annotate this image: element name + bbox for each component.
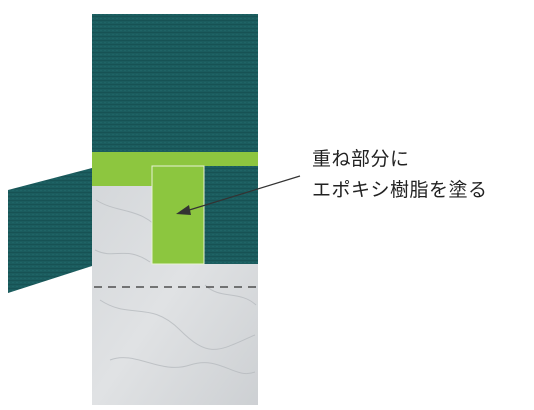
right-teal-block: [204, 166, 258, 264]
upper-teal-panel: [92, 14, 258, 152]
left-angled-panel: [8, 168, 92, 293]
green-notch: [92, 166, 152, 186]
overlap-area: [151, 165, 205, 265]
annotation-line-2: エポキシ樹脂を塗る: [312, 179, 488, 201]
leader-line: [185, 175, 301, 212]
arrow-head-icon: [176, 205, 191, 215]
annotation-line-1: 重ね部分に: [312, 148, 410, 170]
green-band: [92, 152, 258, 166]
annotation-label: 重ね部分に エポキシ樹脂を塗る: [312, 144, 488, 206]
